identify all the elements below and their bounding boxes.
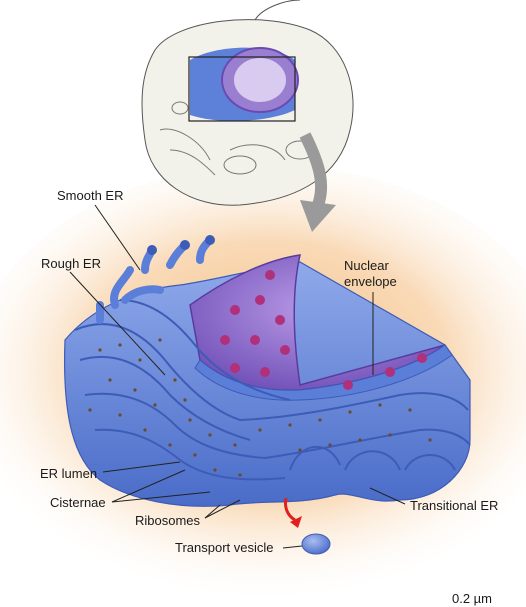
label-transport-vesicle: Transport vesicle [175, 540, 274, 555]
red-arrow-icon [284, 497, 302, 528]
transport-vesicle-shape [301, 533, 331, 555]
zoom-arrow-icon [299, 132, 336, 232]
label-nuclear-envelope-line1: Nuclear [344, 258, 389, 273]
ribosomes-dots [88, 338, 432, 477]
label-transitional-er: Transitional ER [410, 498, 499, 513]
label-smooth-er: Smooth ER [57, 188, 124, 203]
label-ribosomes: Ribosomes [135, 513, 201, 528]
label-rough-er: Rough ER [41, 256, 101, 271]
cell-overview-icon [141, 0, 354, 206]
er-body [63, 235, 471, 507]
label-cisternae: Cisternae [50, 495, 106, 510]
zoom-box [188, 56, 296, 122]
label-nuclear-envelope-line2: envelope [344, 274, 397, 289]
label-er-lumen: ER lumen [40, 466, 98, 481]
nuclear-pores [220, 270, 427, 390]
scale-bar-label: 0.2 µm [452, 591, 493, 606]
leader-lines [69, 204, 406, 549]
